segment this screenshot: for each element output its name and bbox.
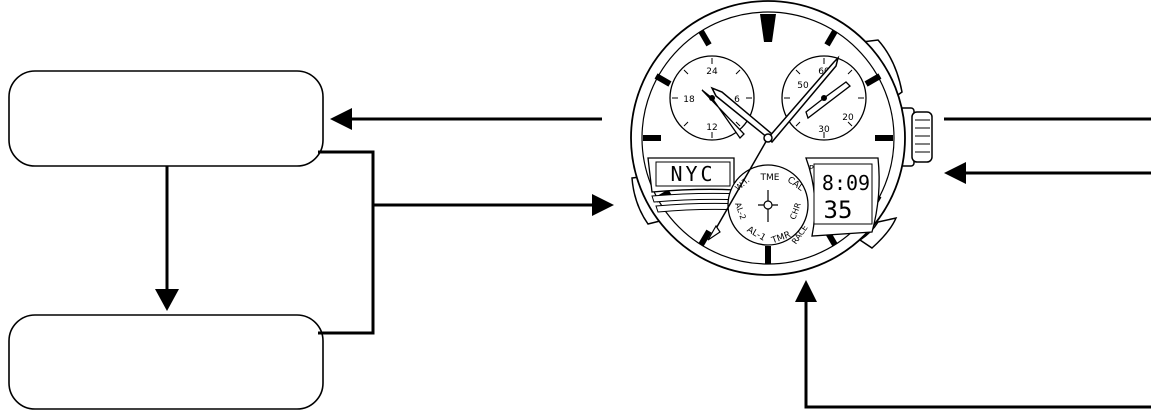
arrow-top-to-bottom — [155, 166, 179, 311]
main-hands — [707, 55, 840, 241]
second-hand — [713, 137, 769, 233]
left-subdial-hand — [701, 89, 745, 140]
arrow-right-to-crown — [944, 162, 1151, 184]
digital-display: P 8:09 35 — [805, 157, 880, 237]
right-subdial: 60 50 30 20 — [781, 55, 867, 141]
left-subdial-24: 24 — [706, 67, 718, 77]
mode-label-tme: TME — [760, 173, 780, 183]
watch-illustration: 24 18 12 6 60 50 30 20 — [630, 0, 933, 276]
left-subdial-12: 12 — [706, 123, 717, 133]
box-bottom — [8, 314, 324, 410]
right-subdial-hand — [805, 81, 851, 120]
mode-subdial: TME CAL CHR RACE TMR AL-1 AL-2 W.T. — [727, 164, 810, 247]
right-subdial-30: 30 — [818, 125, 830, 135]
arrow-watch-to-top-box — [330, 108, 602, 130]
pm-indicator: P — [809, 164, 814, 173]
digital-seconds: 35 — [824, 196, 853, 224]
digital-time: 8:09 — [822, 171, 870, 195]
left-subdial: 24 18 12 6 — [669, 55, 755, 141]
box-top — [8, 70, 324, 167]
city-display: NYC — [647, 157, 745, 213]
city-code-text: NYC — [670, 162, 715, 186]
arrow-bottom-to-watch — [795, 280, 1151, 409]
right-subdial-20: 20 — [842, 113, 854, 123]
left-subdial-6: 6 — [734, 95, 740, 105]
right-subdial-60: 60 — [818, 67, 830, 77]
arrow-boxes-to-watch — [318, 150, 614, 335]
right-subdial-50: 50 — [797, 81, 809, 91]
left-subdial-18: 18 — [683, 95, 695, 105]
